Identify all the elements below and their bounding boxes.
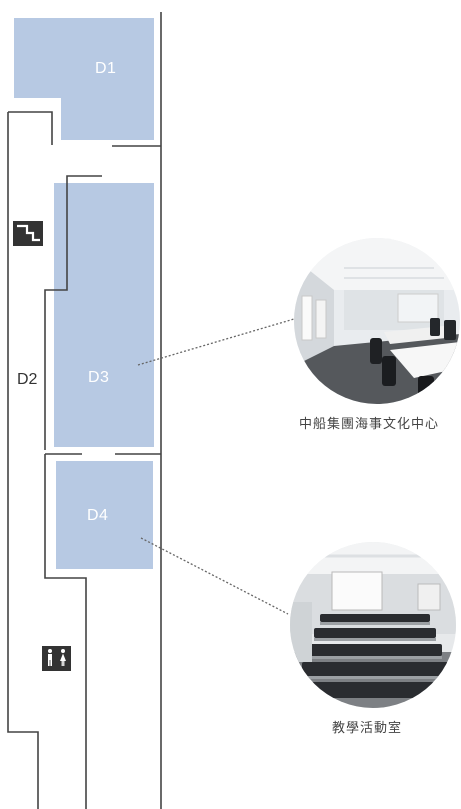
room-d4[interactable] [56,461,153,569]
leader-line-d4 [140,537,289,615]
room-label-d1: D1 [95,60,117,77]
room-label-d4: D4 [87,507,109,524]
lecture-room-photo [290,542,456,708]
photo-caption-lecture-room: 教學活動室 [332,721,403,736]
restroom-icon [42,646,71,671]
walls [7,12,162,809]
room-label-d2: D2 [17,371,38,388]
room-d3[interactable] [54,183,154,447]
room-label-d3: D3 [88,369,110,386]
room-d1[interactable] [14,18,154,140]
photo-caption-meeting-room: 中船集團海事文化中心 [299,417,440,432]
leader-line-d3 [137,318,295,366]
stairs-icon [13,221,43,246]
meeting-room-photo [294,238,460,404]
